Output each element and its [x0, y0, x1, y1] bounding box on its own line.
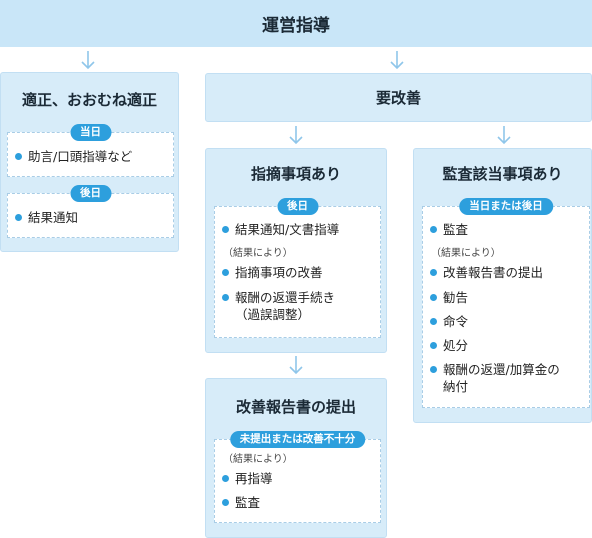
findings-panel-title: 指摘事項あり	[250, 165, 341, 183]
bullet-icon	[222, 269, 229, 276]
down-arrow-icon	[289, 355, 303, 375]
bullet-icon	[15, 153, 22, 160]
bullet-icon	[222, 226, 229, 233]
appropriate-panel: 適正、おおむね適正 当日 助言/口頭指導など 後日 結果通知	[0, 72, 179, 252]
list-item: 処分	[430, 337, 585, 354]
improvement-required-bar: 要改善	[205, 73, 592, 122]
bullet-icon	[430, 269, 437, 276]
list-item: 助言/口頭指導など	[15, 148, 169, 165]
list-item: 結果通知	[15, 209, 169, 226]
bullet-icon	[15, 214, 22, 221]
list-item: 監査	[222, 494, 376, 511]
list-item: 勧告	[430, 289, 585, 306]
down-arrow-icon	[390, 50, 404, 70]
findings-panel: 指摘事項あり 後日 結果通知/文書指導 （結果により） 指摘事項の改善 報酬の返…	[205, 148, 387, 353]
audit-timing-label: 当日または後日	[459, 198, 553, 215]
findings-box: 後日 結果通知/文書指導 （結果により） 指摘事項の改善 報酬の返還手続き （過…	[214, 198, 381, 338]
audit-panel: 監査該当事項あり 当日または後日 監査 （結果により） 改善報告書の提出 勧告 …	[413, 148, 592, 423]
down-arrow-icon	[289, 125, 303, 145]
list-item: 命令	[430, 313, 585, 330]
list-item: 報酬の返還/加算金の 納付	[430, 361, 585, 395]
header-title: 運営指導	[0, 0, 592, 47]
bullet-icon	[222, 294, 229, 301]
list-item: 結果通知/文書指導	[222, 221, 376, 238]
bullet-icon	[430, 366, 437, 373]
list-item: 改善報告書の提出	[430, 264, 585, 281]
list-item: 報酬の返還手続き （過誤調整）	[222, 289, 376, 323]
audit-box: 当日または後日 監査 （結果により） 改善報告書の提出 勧告 命令 処分 報酬の…	[422, 198, 590, 408]
bullet-icon	[430, 294, 437, 301]
list-item: 監査	[430, 221, 585, 238]
insufficient-label: 未提出または改善不十分	[229, 431, 366, 448]
appropriate-panel-title: 適正、おおむね適正	[21, 91, 157, 109]
bullet-icon	[430, 226, 437, 233]
bullet-icon	[430, 318, 437, 325]
later-day-label: 後日	[70, 185, 111, 202]
improvement-report-box: 未提出または改善不十分 （結果により） 再指導 監査	[214, 431, 381, 523]
audit-panel-title: 監査該当事項あり	[442, 165, 563, 183]
improvement-report-title: 改善報告書の提出	[235, 398, 356, 416]
down-arrow-icon	[81, 50, 95, 70]
same-day-label: 当日	[70, 124, 111, 141]
improvement-report-panel: 改善報告書の提出 未提出または改善不十分 （結果により） 再指導 監査	[205, 378, 387, 538]
list-item: 指摘事項の改善	[222, 264, 376, 281]
findings-timing-label: 後日	[277, 198, 318, 215]
list-item: 再指導	[222, 470, 376, 487]
same-day-box: 当日 助言/口頭指導など	[7, 124, 174, 177]
bullet-icon	[222, 499, 229, 506]
later-day-box: 後日 結果通知	[7, 185, 174, 238]
bullet-icon	[430, 342, 437, 349]
conditional-note: （結果により）	[223, 454, 293, 465]
bullet-icon	[222, 475, 229, 482]
conditional-note: （結果により）	[431, 248, 501, 259]
down-arrow-icon	[497, 125, 511, 145]
conditional-note: （結果により）	[223, 248, 293, 259]
